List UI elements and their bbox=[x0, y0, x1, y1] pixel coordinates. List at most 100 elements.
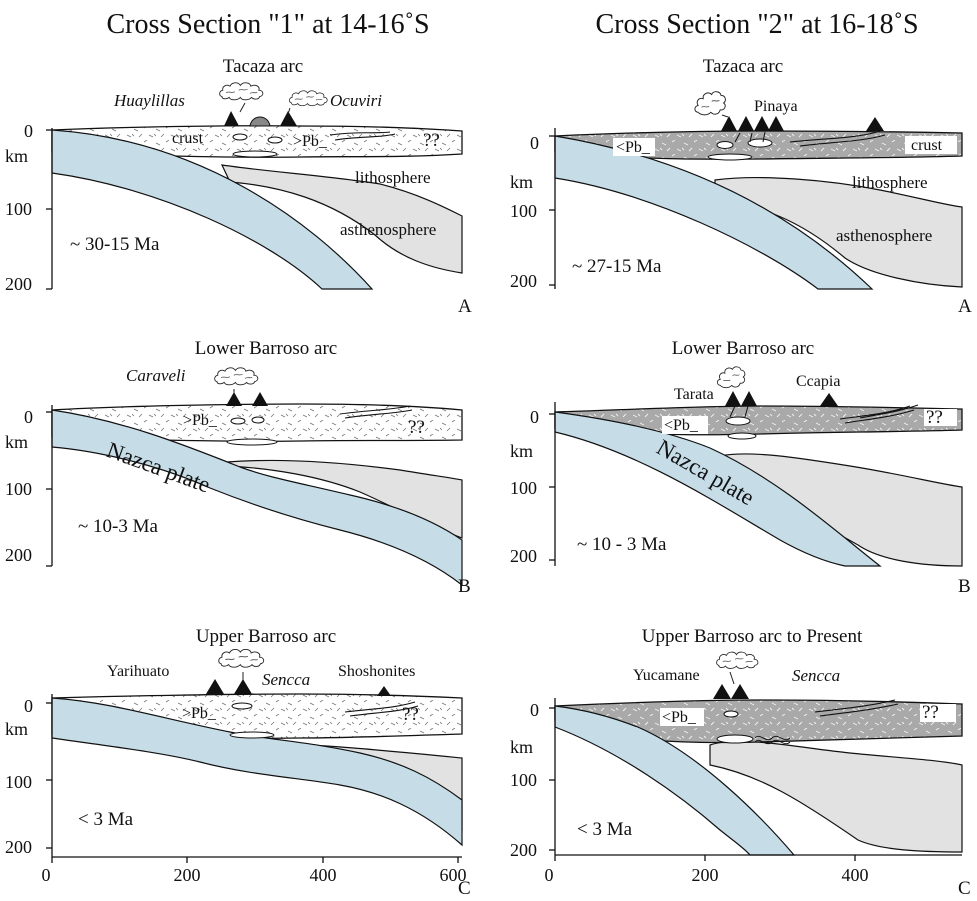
x-tick-0: 0 bbox=[545, 865, 554, 885]
y-tick-0: 0 bbox=[24, 696, 33, 716]
crust-label: crust bbox=[911, 137, 943, 154]
unknown-label: ?? bbox=[408, 417, 425, 438]
eruption-cloud-icon bbox=[218, 648, 265, 668]
volcano-label: Yucamane bbox=[633, 667, 700, 684]
volcano-icon bbox=[721, 116, 737, 131]
y-unit-label: km bbox=[5, 146, 28, 166]
crust-label: crust bbox=[172, 130, 204, 147]
panel-letter: C bbox=[458, 878, 471, 899]
panel-letter: A bbox=[458, 296, 472, 317]
eruption-cloud-icon bbox=[716, 366, 746, 389]
y-tick-0: 0 bbox=[24, 121, 33, 141]
volcano-icon bbox=[280, 111, 297, 126]
y-tick-200: 200 bbox=[510, 840, 537, 860]
y-unit-label: km bbox=[5, 432, 28, 452]
volcano-icon bbox=[738, 116, 754, 131]
y-tick-0: 0 bbox=[530, 407, 539, 427]
volcano-label: Yarihuato bbox=[107, 663, 169, 680]
arc-title: Tazaca arc bbox=[703, 56, 783, 77]
panel-left-b: 0 km 100 200 Lower Barroso arc Caraveli … bbox=[5, 338, 471, 597]
panel-right-b: 0 km 100 200 Lower Barroso arc Tarata Cc… bbox=[510, 338, 971, 597]
volcano-label: Caraveli bbox=[126, 366, 186, 385]
unknown-label: ?? bbox=[402, 704, 419, 725]
volcano-icon bbox=[725, 391, 741, 406]
y-tick-200: 200 bbox=[5, 837, 32, 857]
arc-title: Tacaza arc bbox=[223, 56, 303, 77]
pb-label: <Pb_ bbox=[616, 139, 651, 156]
y-tick-200: 200 bbox=[5, 274, 32, 294]
age-label: ~ 27-15 Ma bbox=[572, 256, 662, 277]
volcano-icon bbox=[713, 684, 731, 699]
asthenosphere-label: asthenosphere bbox=[340, 220, 436, 239]
y-tick-100: 100 bbox=[5, 772, 32, 792]
pb-label: >Pb_ bbox=[182, 705, 217, 722]
y-unit-label: km bbox=[510, 441, 533, 461]
age-label: < 3 Ma bbox=[78, 809, 134, 830]
unknown-label: ?? bbox=[922, 702, 939, 723]
x-tick-400: 400 bbox=[310, 865, 337, 885]
volcano-label: Sencca bbox=[792, 666, 840, 685]
x-tick-400: 400 bbox=[842, 865, 869, 885]
pb-label: <Pb_ bbox=[664, 417, 699, 434]
volcano-label: Ocuviri bbox=[330, 91, 382, 110]
pb-label: <Pb_ bbox=[662, 709, 697, 726]
arc-title: Upper Barroso arc bbox=[196, 626, 336, 647]
y-tick-200: 200 bbox=[510, 546, 537, 566]
panel-letter: B bbox=[458, 576, 471, 597]
volcano-icon bbox=[741, 391, 757, 406]
panel-left-c: 0 km 100 200 0 200 400 600 Upper Barroso… bbox=[5, 626, 471, 899]
x-tick-600: 600 bbox=[440, 865, 467, 885]
y-unit-label: km bbox=[510, 737, 533, 757]
y-tick-100: 100 bbox=[510, 770, 537, 790]
lithosphere-label: lithosphere bbox=[852, 173, 928, 192]
volcano-icon bbox=[377, 686, 391, 696]
y-tick-100: 100 bbox=[5, 199, 32, 219]
unknown-label: ?? bbox=[423, 130, 440, 151]
x-tick-200: 200 bbox=[174, 865, 201, 885]
y-tick-0: 0 bbox=[530, 700, 539, 720]
y-tick-100: 100 bbox=[510, 478, 537, 498]
volcano-icon bbox=[768, 116, 784, 131]
volcano-label: Pinaya bbox=[754, 98, 798, 115]
y-tick-100: 100 bbox=[5, 479, 32, 499]
volcano-icon bbox=[206, 679, 224, 694]
arc-title: Lower Barroso arc bbox=[195, 338, 337, 359]
y-tick-200: 200 bbox=[5, 545, 32, 565]
volcano-icon bbox=[234, 679, 252, 694]
age-label: ~ 10 - 3 Ma bbox=[577, 534, 667, 555]
y-tick-0: 0 bbox=[24, 407, 33, 427]
volcano-label: Tarata bbox=[674, 386, 714, 403]
age-label: ~ 30-15 Ma bbox=[70, 234, 160, 255]
y-unit-label: km bbox=[5, 719, 28, 739]
x-tick-0: 0 bbox=[42, 865, 51, 885]
arc-title: Upper Barroso arc to Present bbox=[642, 626, 863, 647]
age-label: < 3 Ma bbox=[577, 819, 633, 840]
volcano-label: Ccapia bbox=[796, 373, 840, 390]
asthenosphere-label: asthenosphere bbox=[836, 226, 932, 245]
eruption-cloud-icon bbox=[214, 367, 259, 386]
eruption-cloud-icon bbox=[694, 91, 726, 116]
panel-letter: A bbox=[958, 296, 972, 317]
pb-label: >Pb_ bbox=[293, 133, 328, 150]
x-tick-200: 200 bbox=[692, 865, 719, 885]
volcano-icon bbox=[820, 393, 838, 406]
arc-title: Lower Barroso arc bbox=[672, 338, 814, 359]
panel-letter: C bbox=[958, 878, 971, 899]
title-left: Cross Section "1" at 14-16˚S bbox=[106, 9, 429, 40]
y-tick-200: 200 bbox=[510, 271, 537, 291]
panel-letter: B bbox=[958, 576, 971, 597]
volcano-icon bbox=[731, 684, 749, 699]
eruption-cloud-icon bbox=[219, 82, 264, 101]
age-label: ~ 10-3 Ma bbox=[78, 516, 159, 537]
volcano-icon bbox=[224, 111, 239, 126]
panel-right-a: 0 km 100 200 Tazaca arc Pinaya <Pb_ crus… bbox=[510, 56, 972, 317]
y-unit-label: km bbox=[510, 172, 533, 192]
y-tick-0: 0 bbox=[530, 133, 539, 153]
title-right: Cross Section "2" at 16-18˚S bbox=[595, 9, 918, 40]
y-tick-100: 100 bbox=[510, 201, 537, 221]
volcano-label: Sencca bbox=[262, 670, 310, 689]
volcano-label: Huaylillas bbox=[113, 91, 185, 110]
volcano-icon bbox=[866, 117, 884, 131]
